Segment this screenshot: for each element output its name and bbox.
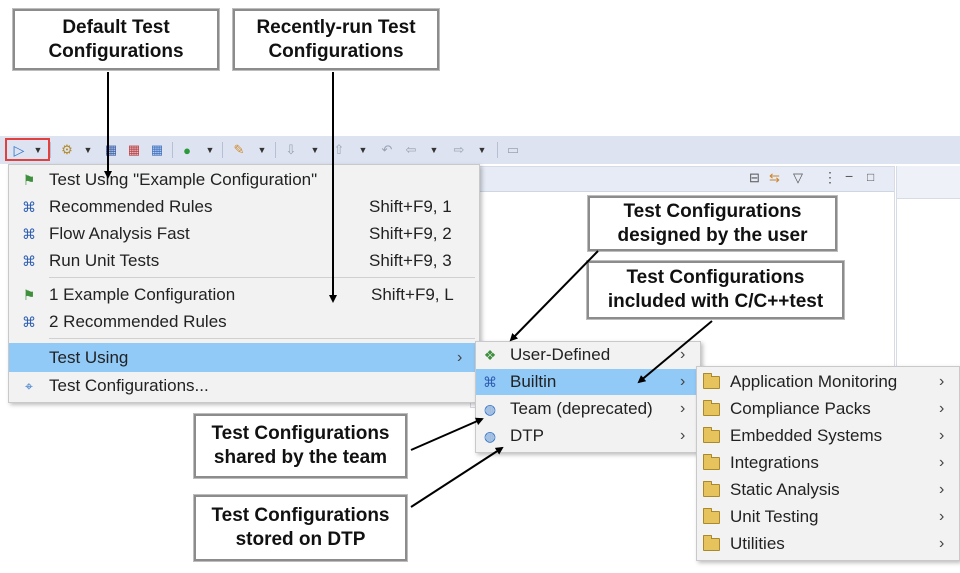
analysis-dropdown-icon[interactable]: ▼	[83, 145, 93, 155]
menu-item-test-using-example[interactable]: ⚑ Test Using "Example Configuration"	[22, 170, 318, 189]
chevron-right-icon: ›	[680, 373, 686, 390]
chevron-right-icon: ›	[939, 427, 945, 444]
chevron-right-icon: ›	[939, 508, 945, 525]
rules-config-icon: ⌘	[22, 253, 36, 269]
chevron-right-icon: ›	[680, 346, 686, 363]
next-annotation-dropdown-icon[interactable]: ▼	[310, 145, 320, 155]
last-edit-location-icon[interactable]: ↶	[381, 142, 393, 157]
builtin-item-application-monitoring[interactable]: Application Monitoring ›	[697, 369, 959, 395]
chevron-right-icon: ›	[939, 400, 945, 417]
analysis-icon[interactable]: ⚙	[61, 142, 73, 157]
previous-annotation-dropdown-icon[interactable]: ▼	[358, 145, 368, 155]
rules-config-icon: ⌘	[22, 314, 36, 330]
chevron-right-icon: ›	[939, 481, 945, 498]
submenu-item-dtp[interactable]: ◍ DTP ›	[476, 423, 700, 449]
folder-icon	[703, 454, 720, 472]
submenu-item-builtin[interactable]: ⌘ Builtin ›	[476, 369, 700, 395]
menu-item-recent-example-configuration[interactable]: ⚑ 1 Example Configuration Shift+F9, L	[22, 285, 454, 304]
menu-item-run-unit-tests[interactable]: ⌘ Run Unit Tests Shift+F9, 3	[22, 251, 452, 270]
folder-icon	[703, 400, 720, 418]
rules-config-icon: ⌘	[22, 199, 36, 215]
debug-run-icon[interactable]: ●	[183, 142, 191, 158]
report-red-icon[interactable]: ▦	[127, 142, 141, 157]
builtin-item-static-analysis[interactable]: Static Analysis ›	[697, 477, 959, 503]
maximize-icon[interactable]: □	[867, 170, 875, 184]
menu-item-flow-analysis-fast[interactable]: ⌘ Flow Analysis Fast Shift+F9, 2	[22, 224, 452, 243]
chevron-right-icon: ›	[680, 427, 686, 444]
arrow-team	[410, 417, 484, 451]
chevron-right-icon: ›	[680, 400, 686, 417]
test-configurations-icon: ⌖	[25, 378, 33, 394]
toolbar-separator	[172, 142, 173, 158]
forward-icon[interactable]: ⇨	[453, 142, 465, 157]
folder-icon	[703, 481, 720, 499]
dtp-icon: ◍	[483, 428, 497, 444]
arrow-dtp	[410, 446, 504, 508]
builtin-icon: ⌘	[483, 374, 497, 390]
builtin-submenu: Application Monitoring › Compliance Pack…	[696, 366, 960, 561]
folder-icon	[703, 373, 720, 391]
editor-tab-bar: ⊟ ⇆ ▽ ⋮ − □	[471, 167, 894, 192]
report-icon[interactable]: ▦	[104, 142, 118, 157]
chevron-right-icon: ›	[939, 454, 945, 471]
builtin-item-integrations[interactable]: Integrations ›	[697, 450, 959, 476]
toolbar-separator	[222, 142, 223, 158]
builtin-item-unit-testing[interactable]: Unit Testing ›	[697, 504, 959, 530]
next-annotation-icon[interactable]: ⇩	[285, 142, 297, 157]
link-with-editor-icon[interactable]: ⇆	[769, 170, 780, 185]
back-dropdown-icon[interactable]: ▼	[429, 145, 439, 155]
forward-dropdown-icon[interactable]: ▼	[477, 145, 487, 155]
run-test-icon[interactable]: ▷	[13, 141, 25, 158]
submenu-item-team-deprecated[interactable]: ◍ Team (deprecated) ›	[476, 396, 700, 422]
run-test-dropdown-menu: ⚑ Test Using "Example Configuration" ⌘ R…	[8, 164, 480, 403]
launch-dropdown-icon[interactable]: ▼	[257, 145, 267, 155]
chevron-right-icon: ›	[939, 535, 945, 552]
report-blue-icon[interactable]: ▦	[150, 142, 164, 157]
main-toolbar: ▷ ▼ ⚙ ▼ ▦ ▦ ▦ ● ▼ ✎ ▼ ⇩ ▼ ⇧ ▼ ↶ ⇦ ▼ ⇨ ▼ …	[0, 136, 960, 164]
menu-separator	[49, 338, 475, 339]
submenu-item-user-defined[interactable]: ❖ User-Defined ›	[476, 342, 700, 368]
toolbar-separator	[50, 142, 51, 158]
minimize-icon[interactable]: −	[845, 168, 854, 184]
menu-item-test-using[interactable]: Test Using ›	[9, 343, 479, 372]
builtin-item-embedded-systems[interactable]: Embedded Systems ›	[697, 423, 959, 449]
run-test-dropdown-icon[interactable]: ▼	[33, 145, 43, 155]
previous-annotation-icon[interactable]: ⇧	[333, 142, 345, 157]
view-menu-icon[interactable]: ⋮	[823, 169, 837, 185]
folder-icon	[703, 427, 720, 445]
menu-item-test-configurations[interactable]: ⌖ Test Configurations...	[9, 373, 479, 399]
rules-config-icon: ⌘	[22, 226, 36, 242]
menu-item-recommended-rules[interactable]: ⌘ Recommended Rules Shift+F9, 1	[22, 197, 452, 216]
test-config-icon: ⚑	[22, 172, 36, 188]
builtin-item-utilities[interactable]: Utilities ›	[697, 531, 959, 557]
pin-editor-icon[interactable]: ▭	[506, 142, 520, 157]
collapse-all-icon[interactable]: ⊟	[749, 170, 760, 185]
run-button-highlight	[5, 138, 50, 161]
filter-icon[interactable]: ▽	[793, 170, 803, 185]
menu-separator	[49, 277, 475, 278]
chevron-right-icon: ›	[457, 349, 463, 366]
builtin-item-compliance-packs[interactable]: Compliance Packs ›	[697, 396, 959, 422]
launch-icon[interactable]: ✎	[233, 142, 245, 157]
folder-icon	[703, 508, 720, 526]
debug-run-dropdown-icon[interactable]: ▼	[205, 145, 215, 155]
menu-item-recent-recommended-rules[interactable]: ⌘ 2 Recommended Rules	[22, 312, 227, 331]
test-using-submenu: ❖ User-Defined › ⌘ Builtin › ◍ Team (dep…	[475, 341, 701, 453]
user-defined-icon: ❖	[483, 347, 497, 363]
toolbar-separator	[275, 142, 276, 158]
team-icon: ◍	[483, 401, 497, 417]
back-icon[interactable]: ⇦	[405, 142, 417, 157]
chevron-right-icon: ›	[939, 373, 945, 390]
toolbar-separator	[497, 142, 498, 158]
test-config-icon: ⚑	[22, 287, 36, 303]
folder-icon	[703, 535, 720, 553]
